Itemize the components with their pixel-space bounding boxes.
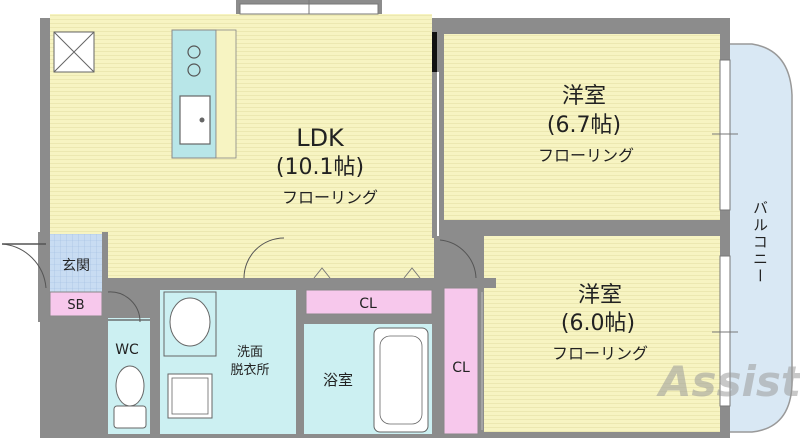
- ldk-floor: フローリング: [282, 188, 378, 207]
- bedroom2-floor: フローリング: [552, 344, 648, 363]
- bedroom1-floor: フローリング: [538, 146, 634, 165]
- entrance-door-swing: [1, 243, 47, 289]
- wall-wc-right: [150, 288, 160, 438]
- watermark-logo: Assist: [656, 357, 800, 406]
- sliding-door-black: [432, 32, 437, 72]
- fridge-cross-icon: [53, 31, 95, 73]
- bedroom2-floor: [484, 236, 720, 432]
- bathtub-inner: [379, 335, 423, 425]
- toilet-label: WC: [115, 342, 139, 358]
- ldk-name: LDK: [296, 124, 345, 152]
- washroom-label-line2: 脱衣所: [230, 362, 269, 378]
- balcony-area: [727, 43, 793, 433]
- closet-ldk: [305, 289, 433, 315]
- wall-bedrooms: [444, 220, 728, 236]
- entrance-label: 玄関: [62, 257, 90, 274]
- closet-door-icon: [313, 267, 421, 279]
- ldk-size: (10.1帖): [276, 155, 364, 180]
- wall-wash-bath: [296, 316, 304, 438]
- ldk-lower-floor: [108, 232, 434, 280]
- closet-ldk-label: CL: [359, 296, 377, 312]
- top-notch-right: [382, 0, 730, 18]
- bedroom1-size: (6.7帖): [547, 113, 621, 138]
- sink-icon: [179, 95, 211, 145]
- stove-burner-icon: [187, 63, 201, 77]
- shoe-box-label: SB: [67, 298, 84, 313]
- closet-bedroom2: [443, 287, 479, 435]
- entrance-floor: [50, 234, 102, 292]
- bathroom-label: 浴室: [323, 371, 353, 389]
- washer-inner: [171, 377, 209, 415]
- faucet-icon: [199, 117, 205, 123]
- bedroom2-name: 洋室: [578, 283, 622, 308]
- washer-space: [167, 373, 213, 419]
- wall-hall-left: [102, 232, 108, 438]
- ldk-floor: [50, 14, 432, 240]
- shoe-box: [49, 291, 103, 317]
- washroom-label-line1: 洗面: [237, 345, 263, 360]
- toilet-bowl-icon: [115, 365, 145, 407]
- top-notch-left: [40, 0, 236, 18]
- closet-bedroom2-label: CL: [452, 360, 470, 376]
- balcony-label: バルコニー: [751, 200, 769, 285]
- toilet-tank-icon: [113, 405, 147, 429]
- entrance-outer-wall: [38, 232, 46, 322]
- bedroom2-door-swing: [439, 239, 477, 279]
- kitchen-backsplash: [215, 29, 237, 159]
- wall-ldk-bottom: [108, 278, 496, 288]
- washroom-door-swing: [243, 237, 285, 279]
- bedroom1-name: 洋室: [562, 84, 606, 109]
- bedroom1-floor: [444, 34, 720, 220]
- bedroom2-window: [719, 255, 731, 407]
- basin-icon: [169, 297, 211, 347]
- bedroom2-size: (6.0帖): [561, 311, 635, 336]
- stove-burner-icon: [187, 45, 201, 59]
- wall-bath-top: [304, 316, 440, 324]
- bedroom1-window: [719, 59, 731, 211]
- entrance-notch: [0, 232, 40, 438]
- bathtub: [373, 327, 429, 433]
- wc-door-swing: [107, 291, 141, 323]
